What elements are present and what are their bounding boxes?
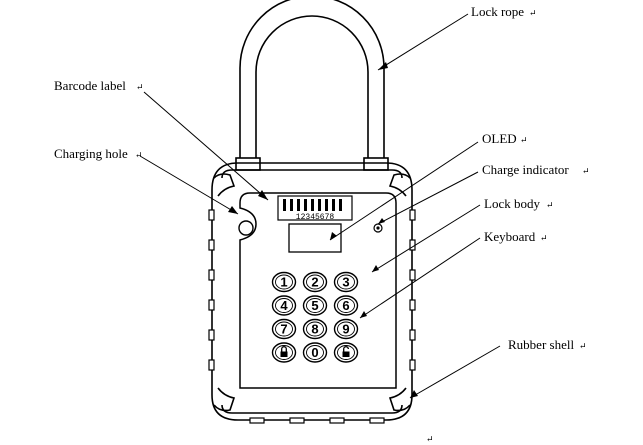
barcode-number: 12345678 (296, 213, 335, 222)
oled-display (288, 223, 342, 253)
paragraph-mark: ↵ (136, 82, 144, 92)
key-label: 8 (311, 322, 318, 337)
label-oled: OLED (482, 131, 517, 146)
key-label: 2 (311, 275, 318, 290)
paragraph-mark: ↵ (540, 233, 548, 243)
leader-arrows (228, 62, 418, 398)
keypad: 1 2 3 4 5 6 7 8 9 0 (271, 271, 359, 363)
key-3[interactable]: 3 (333, 271, 359, 293)
leader-lines (139, 13, 501, 399)
paragraph-mark: ↵ (546, 200, 554, 210)
key-6[interactable]: 6 (333, 295, 359, 316)
paragraph-mark: ↵ (579, 341, 587, 351)
key-9[interactable]: 9 (333, 318, 359, 340)
key-label: 9 (342, 322, 349, 337)
key-8[interactable]: 8 (302, 318, 328, 340)
key-1[interactable]: 1 (271, 271, 297, 293)
label-lock-rope: Lock rope (471, 4, 524, 19)
key-label: 6 (342, 298, 349, 313)
paragraph-mark: ↵ (520, 135, 528, 145)
paragraph-mark: ↵ (529, 8, 537, 18)
key-label: 1 (280, 275, 287, 290)
label-keyboard: Keyboard (484, 229, 536, 244)
key-5[interactable]: 5 (302, 295, 328, 316)
lock-closed-icon (280, 346, 288, 357)
key-2[interactable]: 2 (302, 271, 328, 293)
charging-hole (238, 220, 254, 236)
paragraph-mark: ↵ (135, 150, 143, 160)
key-label: 3 (342, 275, 349, 290)
paragraph-mark: ↵ (426, 434, 434, 444)
key-4[interactable]: 4 (271, 295, 297, 316)
key-label: 4 (280, 298, 288, 313)
charge-indicator (373, 223, 383, 233)
label-charging-hole: Charging hole (54, 146, 128, 161)
key-lock-open[interactable] (333, 342, 359, 363)
rubber-shell (211, 162, 413, 421)
key-7[interactable]: 7 (271, 318, 297, 340)
label-rubber-shell: Rubber shell (508, 337, 574, 352)
key-label: 5 (311, 298, 318, 313)
bottom-feet (249, 417, 385, 424)
key-0[interactable]: 0 (302, 342, 328, 363)
barcode-label: 12345678 (277, 195, 353, 222)
shackle (235, 0, 389, 171)
lock-open-icon (342, 346, 350, 357)
key-lock-closed[interactable] (271, 342, 297, 363)
label-charge-indicator: Charge indicator (482, 162, 569, 177)
barcode-bars (283, 199, 342, 211)
side-ribs (208, 209, 416, 371)
paragraph-mark: ↵ (582, 166, 590, 176)
key-label: 0 (311, 345, 318, 360)
key-label: 7 (280, 322, 287, 337)
label-barcode-label: Barcode label (54, 78, 126, 93)
label-lock-body: Lock body (484, 196, 540, 211)
lock-body (239, 192, 397, 389)
